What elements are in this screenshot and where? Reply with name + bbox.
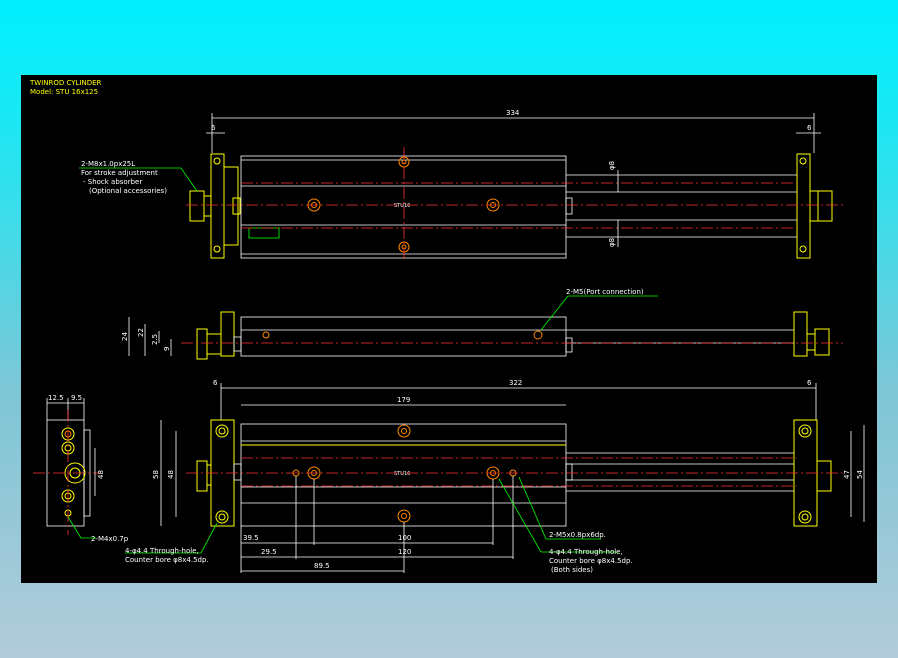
end-view: 12.5 9.5 48 2-M4x0.7p bbox=[33, 394, 129, 543]
dim-plan-295: 29.5 bbox=[261, 548, 277, 556]
dim-top-left-end: 6 bbox=[211, 124, 216, 132]
dim-plan-overall: 322 bbox=[509, 379, 522, 387]
top-view: 334 6 6 STU16 bbox=[79, 109, 843, 261]
dim-rod-dia-top: φ8 bbox=[608, 161, 616, 170]
note-stroke-adj-1: 2-M8x1.0px25L bbox=[81, 160, 135, 168]
dim-end-125: 12.5 bbox=[48, 394, 64, 402]
dim-plan-h54: 54 bbox=[856, 470, 864, 479]
cad-drawing-canvas: TWINROD CYLINDER Model: STU 16x125 334 6… bbox=[21, 75, 877, 583]
note-m4: 2-M4x0.7p bbox=[91, 535, 129, 543]
note-through-right-2: Counter bore φ8x4.5dp. bbox=[549, 557, 633, 565]
note-through-left-1: 4-φ4.4 Through-hole, bbox=[125, 547, 199, 555]
dim-side-9: 9 bbox=[163, 347, 171, 351]
note-through-right-1: 4-φ4.4 Through-hole, bbox=[549, 548, 623, 556]
dim-end-95: 9.5 bbox=[71, 394, 82, 402]
body-label-plan: STU16 bbox=[394, 471, 410, 477]
body-label-top: STU16 bbox=[394, 203, 410, 209]
dim-plan-h47: 47 bbox=[843, 470, 851, 479]
dim-top-right-end: 6 bbox=[807, 124, 812, 132]
drawing-model: Model: STU 16x125 bbox=[30, 88, 98, 96]
dim-plan-895: 89.5 bbox=[314, 562, 330, 570]
dim-plan-h58: 58 bbox=[152, 470, 160, 479]
dim-plan-h48: 48 bbox=[167, 470, 175, 479]
dim-top-overall: 334 bbox=[506, 109, 520, 117]
dim-plan-395: 39.5 bbox=[243, 534, 259, 542]
dim-rod-dia-bottom: φ8 bbox=[608, 238, 616, 247]
dim-plan-left-end: 6 bbox=[213, 379, 218, 387]
note-stroke-adj-3: - Shock absorber bbox=[83, 178, 142, 186]
dim-plan-body: 179 bbox=[397, 396, 410, 404]
note-port: 2-M5(Port connection) bbox=[566, 288, 644, 296]
dim-side-24: 24 bbox=[121, 332, 129, 341]
note-stroke-adj-2: For stroke adjustment bbox=[81, 169, 158, 177]
note-m5: 2-M5x0.8px6dp. bbox=[549, 531, 606, 539]
note-stroke-adj-4: (Optional accessories) bbox=[89, 187, 167, 195]
dim-side-22: 22 bbox=[137, 328, 145, 337]
dim-side-25: 2.5 bbox=[151, 334, 159, 345]
dim-plan-right-end: 6 bbox=[807, 379, 812, 387]
dim-end-48: 48 bbox=[97, 470, 105, 479]
dim-plan-100: 100 bbox=[398, 534, 411, 542]
plan-view: 322 6 6 179 STU16 bbox=[125, 379, 865, 574]
dim-plan-120: 120 bbox=[398, 548, 411, 556]
technical-drawing: TWINROD CYLINDER Model: STU 16x125 334 6… bbox=[29, 79, 865, 574]
note-through-right-3: (Both sides) bbox=[551, 566, 593, 574]
side-view: 2-M5(Port connection) 24 22 2.5 9 bbox=[121, 288, 843, 360]
drawing-title: TWINROD CYLINDER bbox=[29, 79, 102, 87]
note-through-left-2: Counter bore φ8x4.5dp. bbox=[125, 556, 209, 564]
